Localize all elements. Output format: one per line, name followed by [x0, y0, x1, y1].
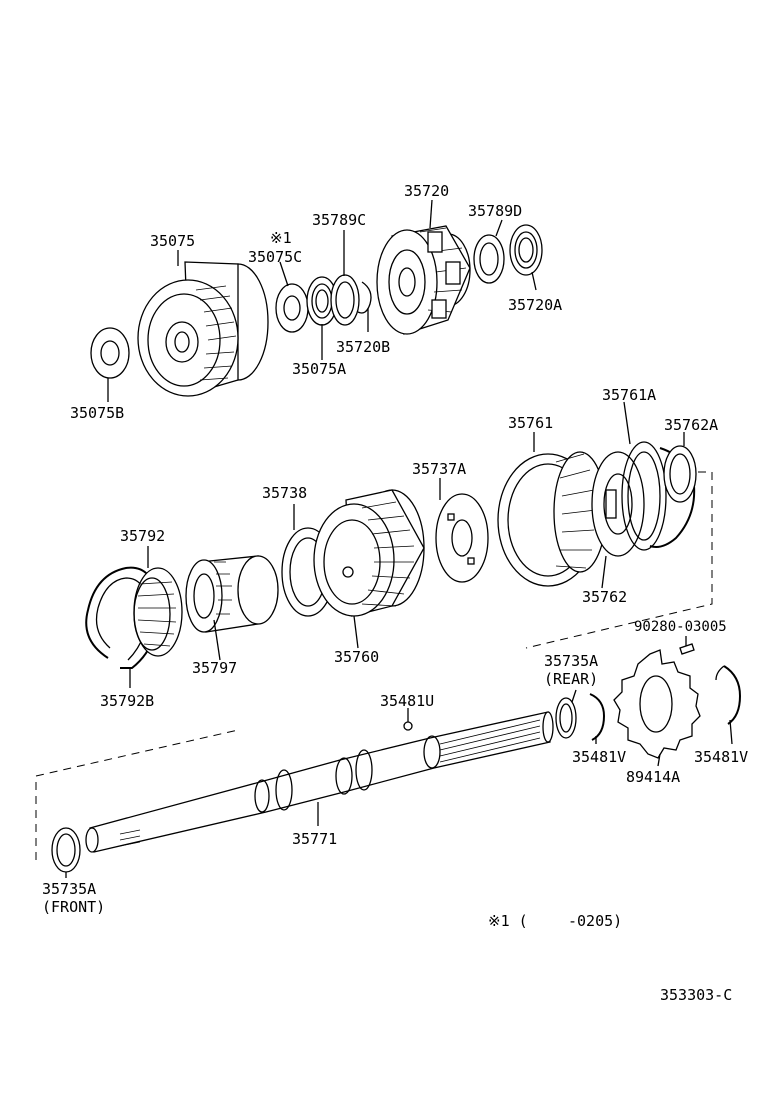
label-35762: 35762: [582, 588, 627, 606]
label-35761: 35761: [508, 414, 553, 432]
label-35789d: 35789D: [468, 202, 522, 220]
label-35771: 35771: [292, 830, 337, 848]
label-35760: 35760: [334, 648, 379, 666]
footnote-range: -0205): [568, 912, 622, 930]
part-35075c-washer: [275, 283, 309, 333]
label-35720b: 35720B: [336, 338, 390, 356]
part-35075b-washer: [90, 327, 130, 379]
label-front: (FRONT): [42, 898, 105, 916]
part-35075-clutch-drum: [137, 261, 269, 397]
label-35720: 35720: [404, 182, 449, 200]
part-35481v-right-snap-ring: [715, 665, 742, 725]
part-90280-03005-key: [679, 643, 695, 655]
part-35720-planetary-carrier: [376, 225, 471, 335]
footnote-mark: ※1 (: [488, 912, 528, 930]
part-35762-clutch-plate: [591, 451, 645, 557]
part-35720a-bearing: [509, 224, 543, 276]
part-35797-sun-gear: [185, 555, 279, 633]
label-rear: (REAR): [544, 670, 598, 688]
label-35075a: 35075A: [292, 360, 346, 378]
part-35481u-ball: [403, 721, 413, 731]
part-35737a-washer: [435, 493, 489, 583]
label-35735a-rear: 35735A: [544, 652, 598, 670]
label-35792b: 35792B: [100, 692, 154, 710]
part-89414a-sensor-rotor: [613, 649, 701, 759]
label-35075b: 35075B: [70, 404, 124, 422]
label-89414a: 89414A: [626, 768, 680, 786]
label-35720a: 35720A: [508, 296, 562, 314]
label-35737a: 35737A: [412, 460, 466, 478]
label-35797: 35797: [192, 659, 237, 677]
part-labels: 35720 35789C 35789D 35075 ※1 35075C 3572…: [42, 182, 748, 1004]
label-35789c: 35789C: [312, 211, 366, 229]
figure-id: 353303-C: [660, 986, 732, 1004]
label-35792: 35792: [120, 527, 165, 545]
part-35735a-front-ring: [51, 827, 81, 873]
part-35771-output-shaft: [85, 711, 554, 853]
label-35481v-right: 35481V: [694, 748, 748, 766]
part-35761a-plate: [621, 441, 667, 551]
label-90280-03005: 90280-03005: [634, 619, 727, 635]
label-35738: 35738: [262, 484, 307, 502]
grouping-dashed-lines: [35, 471, 713, 860]
label-note-mark: ※1: [270, 229, 292, 247]
label-35481u: 35481U: [380, 692, 434, 710]
leader-lines: [65, 199, 733, 878]
part-35792-one-way-clutch: [133, 567, 183, 657]
label-35761a: 35761A: [602, 386, 656, 404]
part-35481v-left-snap-ring: [589, 693, 606, 741]
label-35481v-left: 35481V: [572, 748, 626, 766]
part-35761-clutch-drum: [497, 451, 607, 587]
part-35789c-ring: [330, 274, 360, 326]
label-35735a-front: 35735A: [42, 880, 96, 898]
label-35762a: 35762A: [664, 416, 718, 434]
part-35762a-snap-ring: [649, 445, 697, 548]
part-35789d-washer: [473, 234, 505, 284]
part-35720b-ring: [357, 281, 372, 314]
part-35735a-rear-ring: [555, 697, 577, 739]
label-35075c: 35075C: [248, 248, 302, 266]
label-35075: 35075: [150, 232, 195, 250]
part-35760-clutch-hub: [313, 489, 425, 617]
